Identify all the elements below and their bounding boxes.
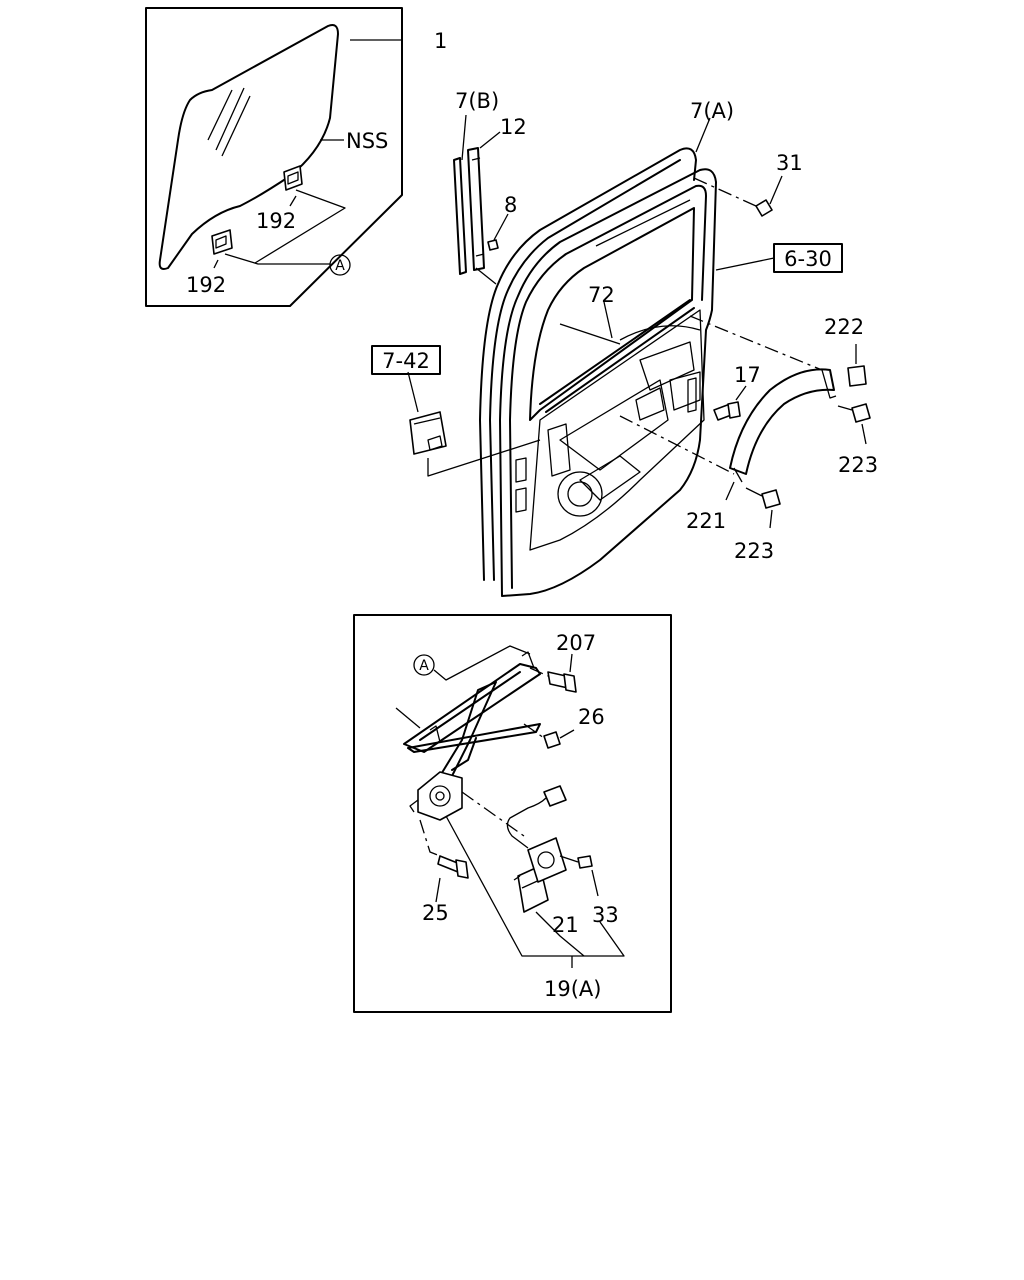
- callout-7a: 7(A): [690, 99, 734, 123]
- callout-221: 221: [686, 509, 726, 533]
- reference-circle-a-top: [329, 254, 351, 276]
- switch-module-742: [407, 371, 541, 477]
- glass-inset-frame: [145, 7, 403, 307]
- callout-1: 1: [434, 29, 447, 53]
- callout-7-42: 7-42: [382, 349, 430, 373]
- callout-21: 21: [552, 913, 579, 937]
- callout-72: 72: [588, 283, 615, 307]
- callout-25: 25: [422, 901, 449, 925]
- ref-box-630: [773, 243, 843, 273]
- sash-garnish-221: [619, 315, 837, 483]
- glass-inset: A 1 NSS 192 192: [145, 7, 447, 307]
- callout-8: 8: [504, 193, 517, 217]
- reference-a-top-label: A: [335, 258, 345, 274]
- callout-7b: 7(B): [455, 89, 499, 113]
- door-assembly: 7(B) 12 8 7(A) 31 6-30 72 7-42 222 17 22…: [371, 89, 878, 597]
- bolt-207: [529, 653, 577, 693]
- clip-8: [487, 213, 509, 251]
- window-regulator: [403, 651, 541, 821]
- callout-33: 33: [592, 903, 619, 927]
- glass-clip-upper: [283, 165, 303, 191]
- callout-192-upper: 192: [256, 209, 296, 233]
- ref-box-742: [371, 345, 441, 375]
- callout-6-30: 6-30: [784, 247, 832, 271]
- callout-223-lower: 223: [734, 539, 774, 563]
- reference-circle-a-bottom: [413, 654, 435, 676]
- callout-19a: 19(A): [544, 977, 601, 1001]
- run-channel-7b: [453, 114, 467, 275]
- callout-12: 12: [500, 115, 527, 139]
- callout-26: 26: [578, 705, 605, 729]
- bolt-17: [713, 385, 747, 421]
- screw-223-lower: [745, 487, 781, 529]
- cap-222: [847, 344, 867, 387]
- division-bar-12: [467, 131, 501, 271]
- door-glass: [158, 24, 339, 270]
- regulator-inset: A: [353, 614, 672, 1013]
- callout-nss: NSS: [346, 129, 388, 153]
- callout-192-lower: 192: [186, 273, 226, 297]
- weatherstrip-7a: [479, 147, 697, 581]
- callout-207: 207: [556, 631, 596, 655]
- callout-17: 17: [734, 363, 761, 387]
- glass-clip-lower: [211, 229, 233, 255]
- screw-33: [559, 855, 599, 897]
- speaker-opening: [557, 471, 603, 517]
- regulator-inset-frame: [353, 614, 672, 1013]
- nut-26: [523, 723, 575, 749]
- callout-31: 31: [776, 151, 803, 175]
- bolt-31: [693, 175, 783, 217]
- callout-222: 222: [824, 315, 864, 339]
- regulator-motor-21: [461, 785, 567, 913]
- screw-223-upper: [837, 403, 871, 445]
- reference-a-bottom-label: A: [419, 658, 429, 674]
- callout-223-upper: 223: [838, 453, 878, 477]
- bolt-25: [419, 819, 469, 903]
- door-panel: [499, 168, 717, 597]
